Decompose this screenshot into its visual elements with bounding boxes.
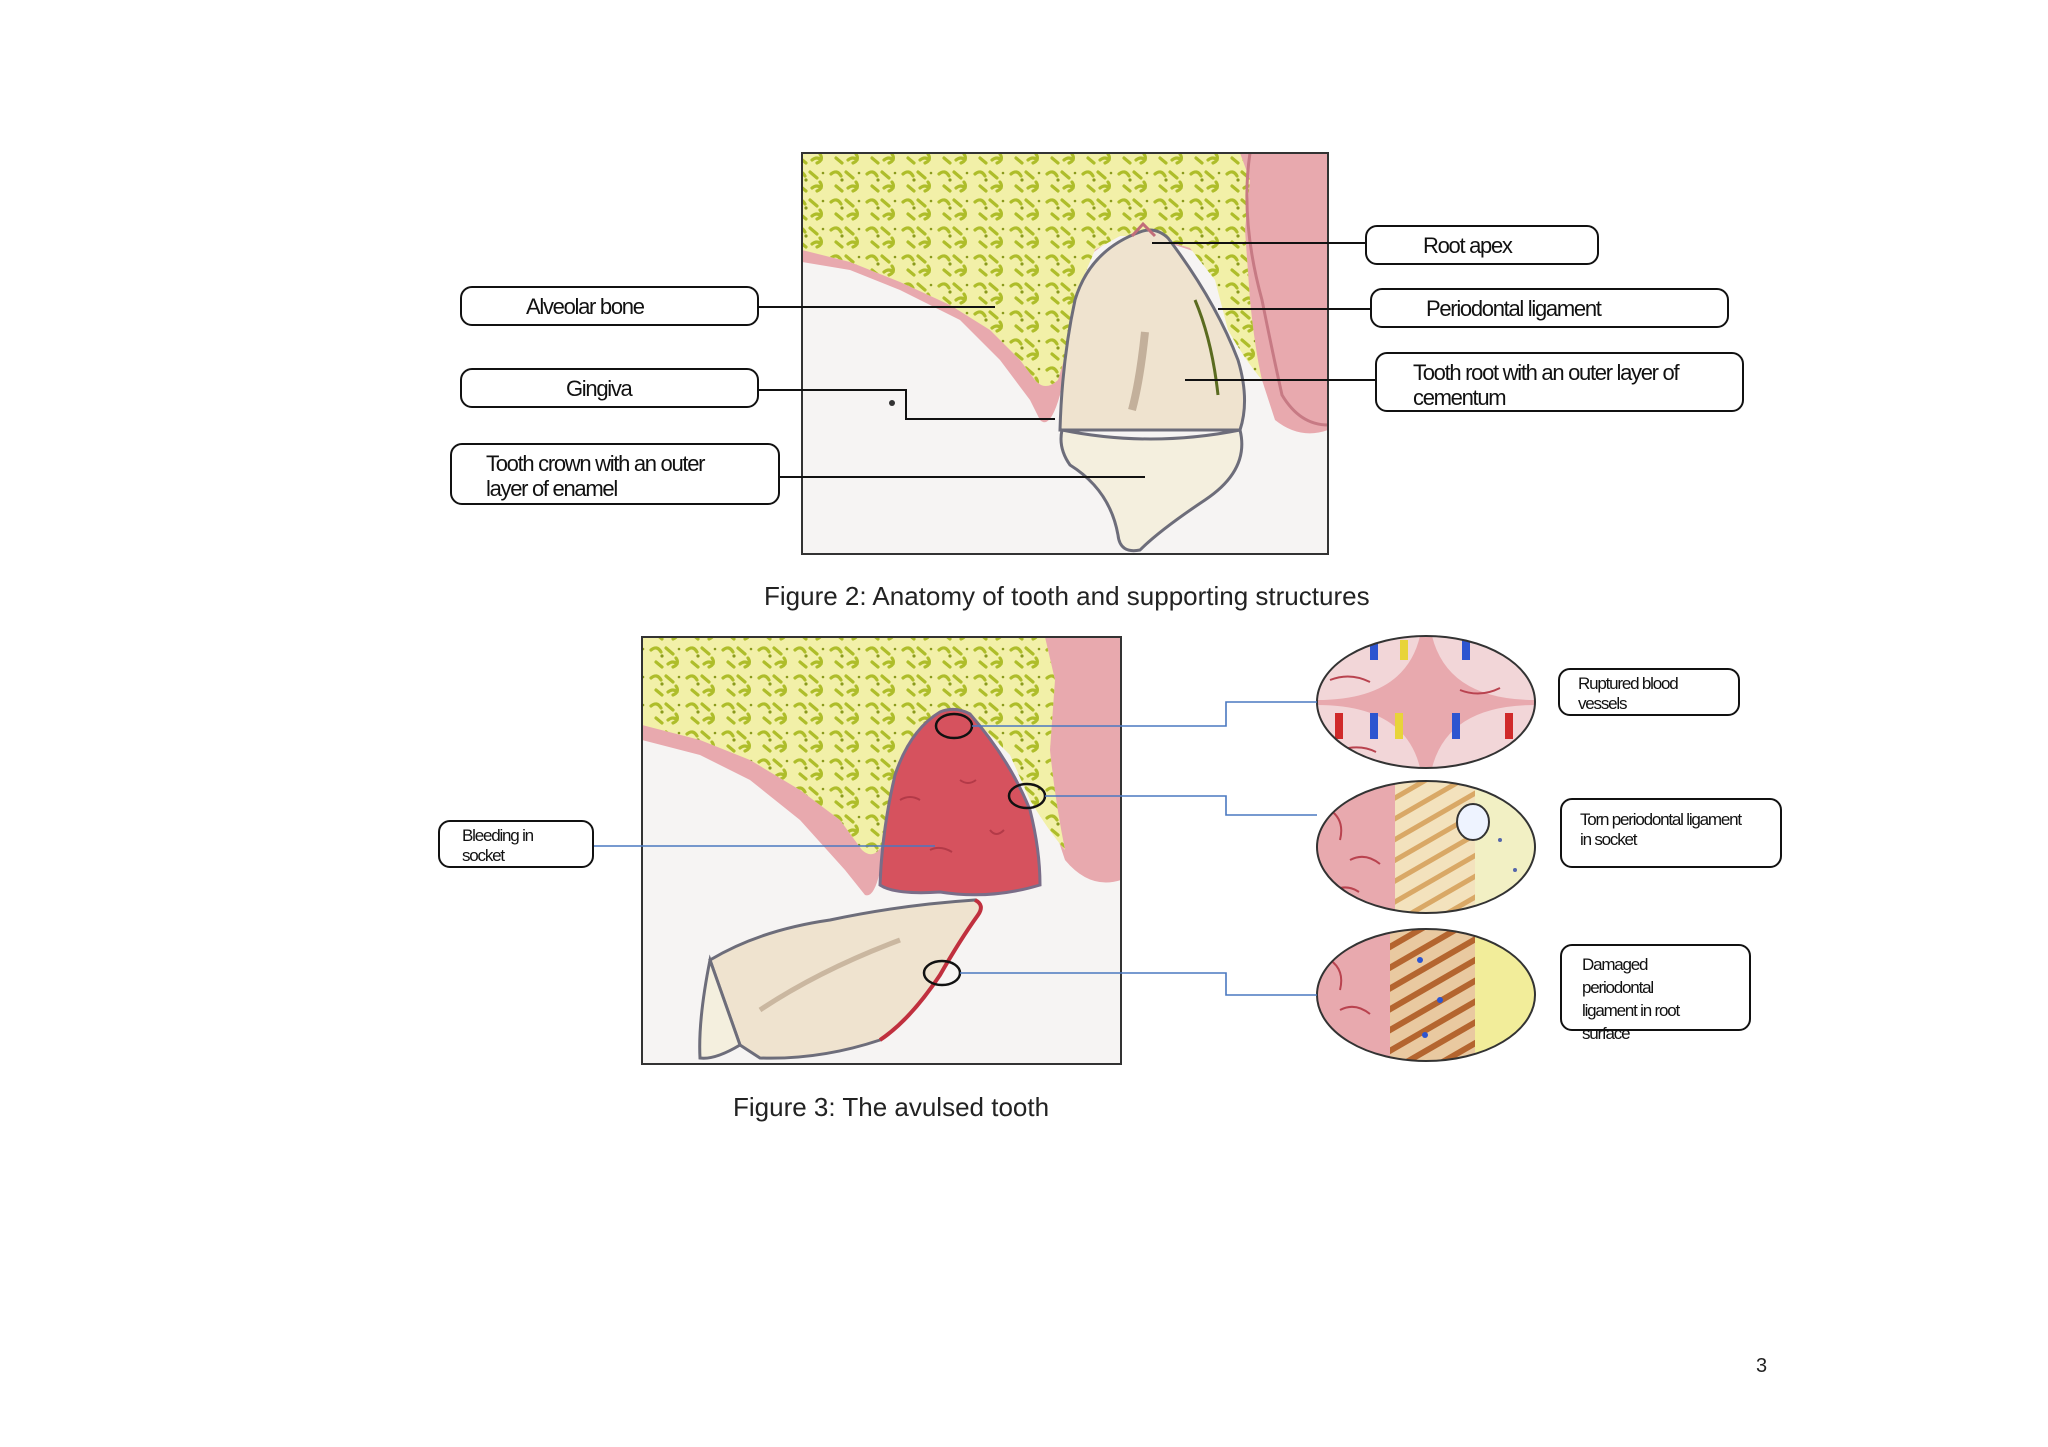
label-ruptured-text: Ruptured blood vessels [1578, 674, 1679, 713]
label-alveolar-bone: Alveolar bone [460, 286, 759, 326]
label-tooth-crown: Tooth crown with an outer layer of ename… [450, 443, 780, 505]
label-alveolar-bone-text: Alveolar bone [526, 294, 645, 319]
label-torn-periodontal-ligament: Torn periodontal ligament in socket [1560, 798, 1782, 868]
label-gingiva-text: Gingiva [566, 376, 633, 401]
figure2-caption: Figure 2: Anatomy of tooth and supportin… [764, 581, 1370, 611]
label-ruptured-blood-vessels: Ruptured blood vessels [1558, 668, 1740, 716]
label-root-apex: Root apex [1365, 225, 1599, 265]
label-periodontal-ligament-text: Periodontal ligament [1426, 296, 1602, 321]
label-tooth-root: Tooth root with an outer layer of cement… [1375, 352, 1744, 412]
figure2-illustration [801, 152, 1329, 555]
figure3-illustration [641, 636, 1122, 1065]
figure3-leader-lines [593, 701, 1317, 996]
label-torn-text: Torn periodontal ligament in socket [1580, 810, 1742, 849]
label-tooth-root-text: Tooth root with an outer layer of cement… [1413, 360, 1680, 411]
label-gingiva: Gingiva [460, 368, 759, 408]
zoom-circle-blood-vessels [1316, 635, 1536, 769]
figure3-caption: Figure 3: The avulsed tooth [733, 1092, 1050, 1122]
label-tooth-crown-text: Tooth crown with an outer layer of ename… [486, 451, 706, 502]
label-periodontal-ligament: Periodontal ligament [1370, 288, 1729, 328]
label-root-apex-text: Root apex [1423, 233, 1513, 258]
zoom-circle-torn-ligament [1316, 780, 1536, 914]
label-damaged-periodontal-ligament: Damaged periodontal ligament in root sur… [1560, 944, 1751, 1043]
label-bleeding-in-socket: Bleeding in socket [438, 820, 594, 868]
zoom-circle-damaged-ligament [1316, 928, 1536, 1062]
label-bleeding-text: Bleeding in socket [462, 826, 534, 865]
page-number: 3 [1756, 1355, 1768, 1377]
figure2-leader-lines [758, 242, 1376, 478]
label-damaged-text: Damaged periodontal ligament in root sur… [1582, 955, 1680, 1043]
